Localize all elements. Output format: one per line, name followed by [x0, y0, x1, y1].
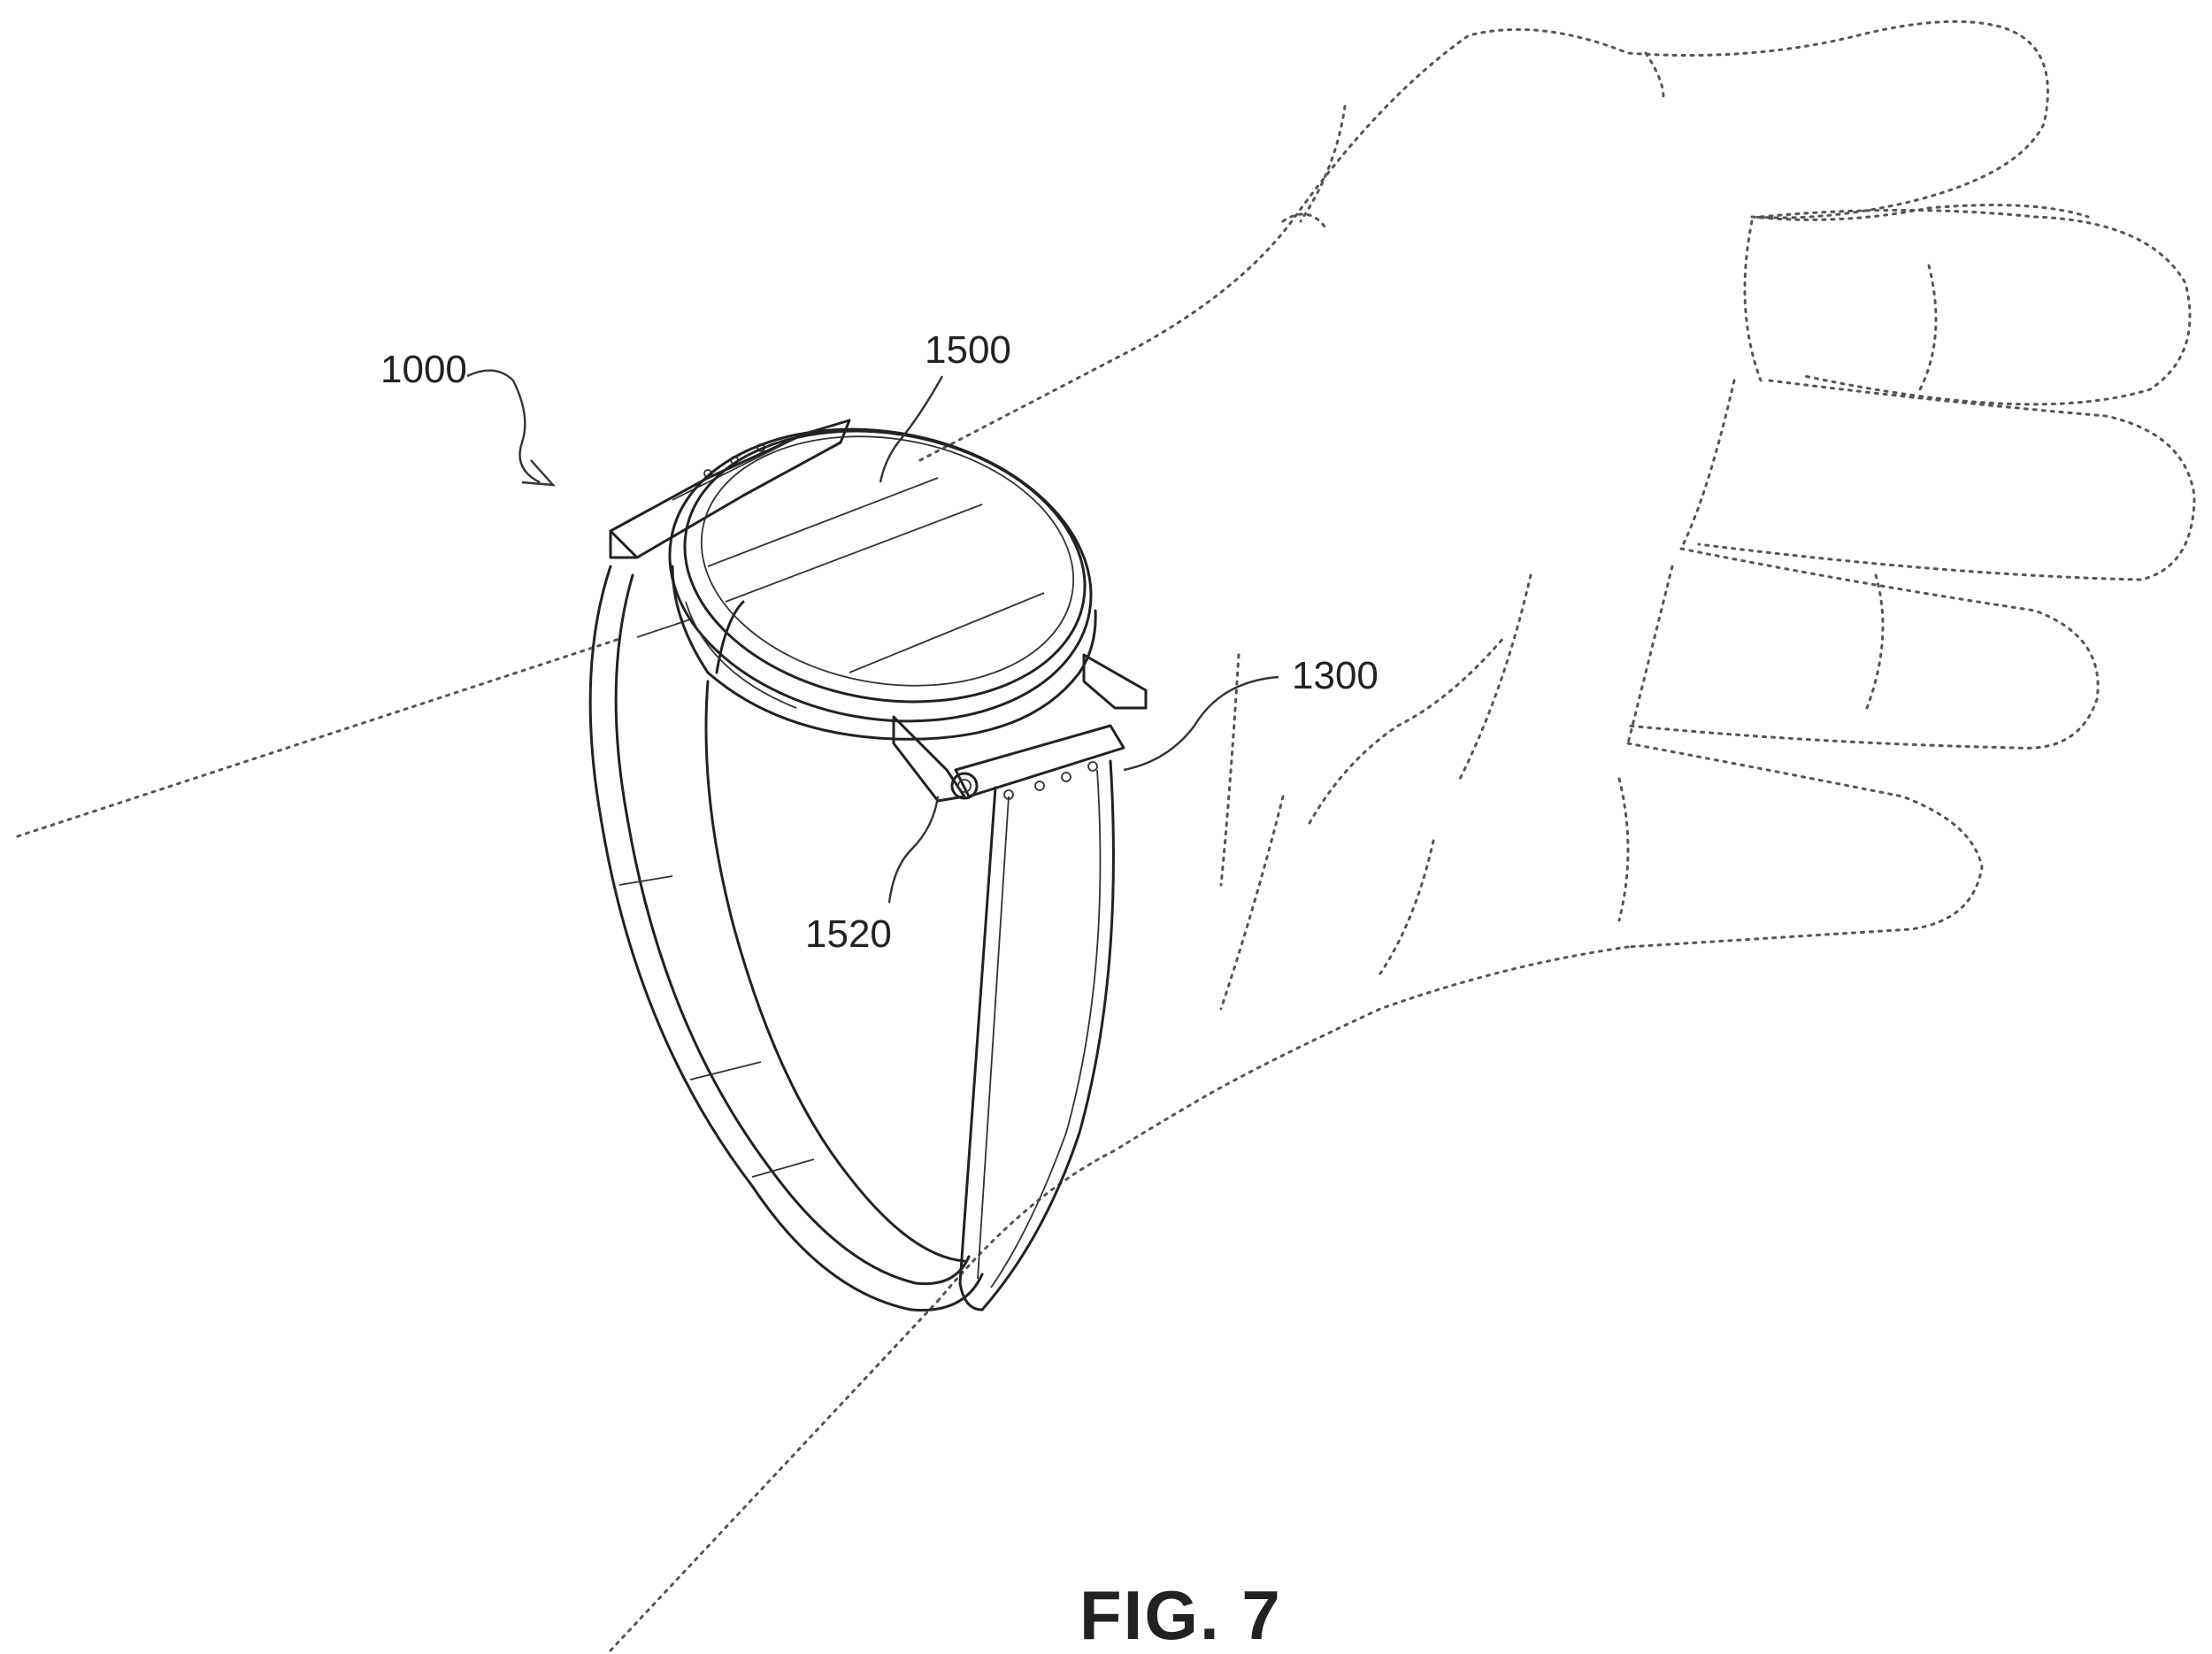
leaders: [466, 369, 1279, 904]
watch-drawing: [588, 419, 1148, 1312]
hand-outline: [16, 19, 2196, 1652]
label-band: 1300: [1292, 654, 1379, 697]
label-display: 1500: [925, 328, 1011, 372]
leader-display: [879, 375, 944, 483]
arrow-device: [521, 459, 556, 487]
band-drawing: [588, 565, 1115, 1312]
figure-caption: FIG. 7: [1079, 1576, 1282, 1654]
watch-case-drawing: [668, 427, 1097, 741]
connector-drawing: [892, 653, 1148, 803]
leader-band: [1123, 675, 1279, 772]
label-connector: 1520: [805, 912, 892, 956]
label-device: 1000: [380, 348, 467, 391]
leader-device: [466, 369, 541, 484]
leader-connector: [887, 796, 940, 904]
